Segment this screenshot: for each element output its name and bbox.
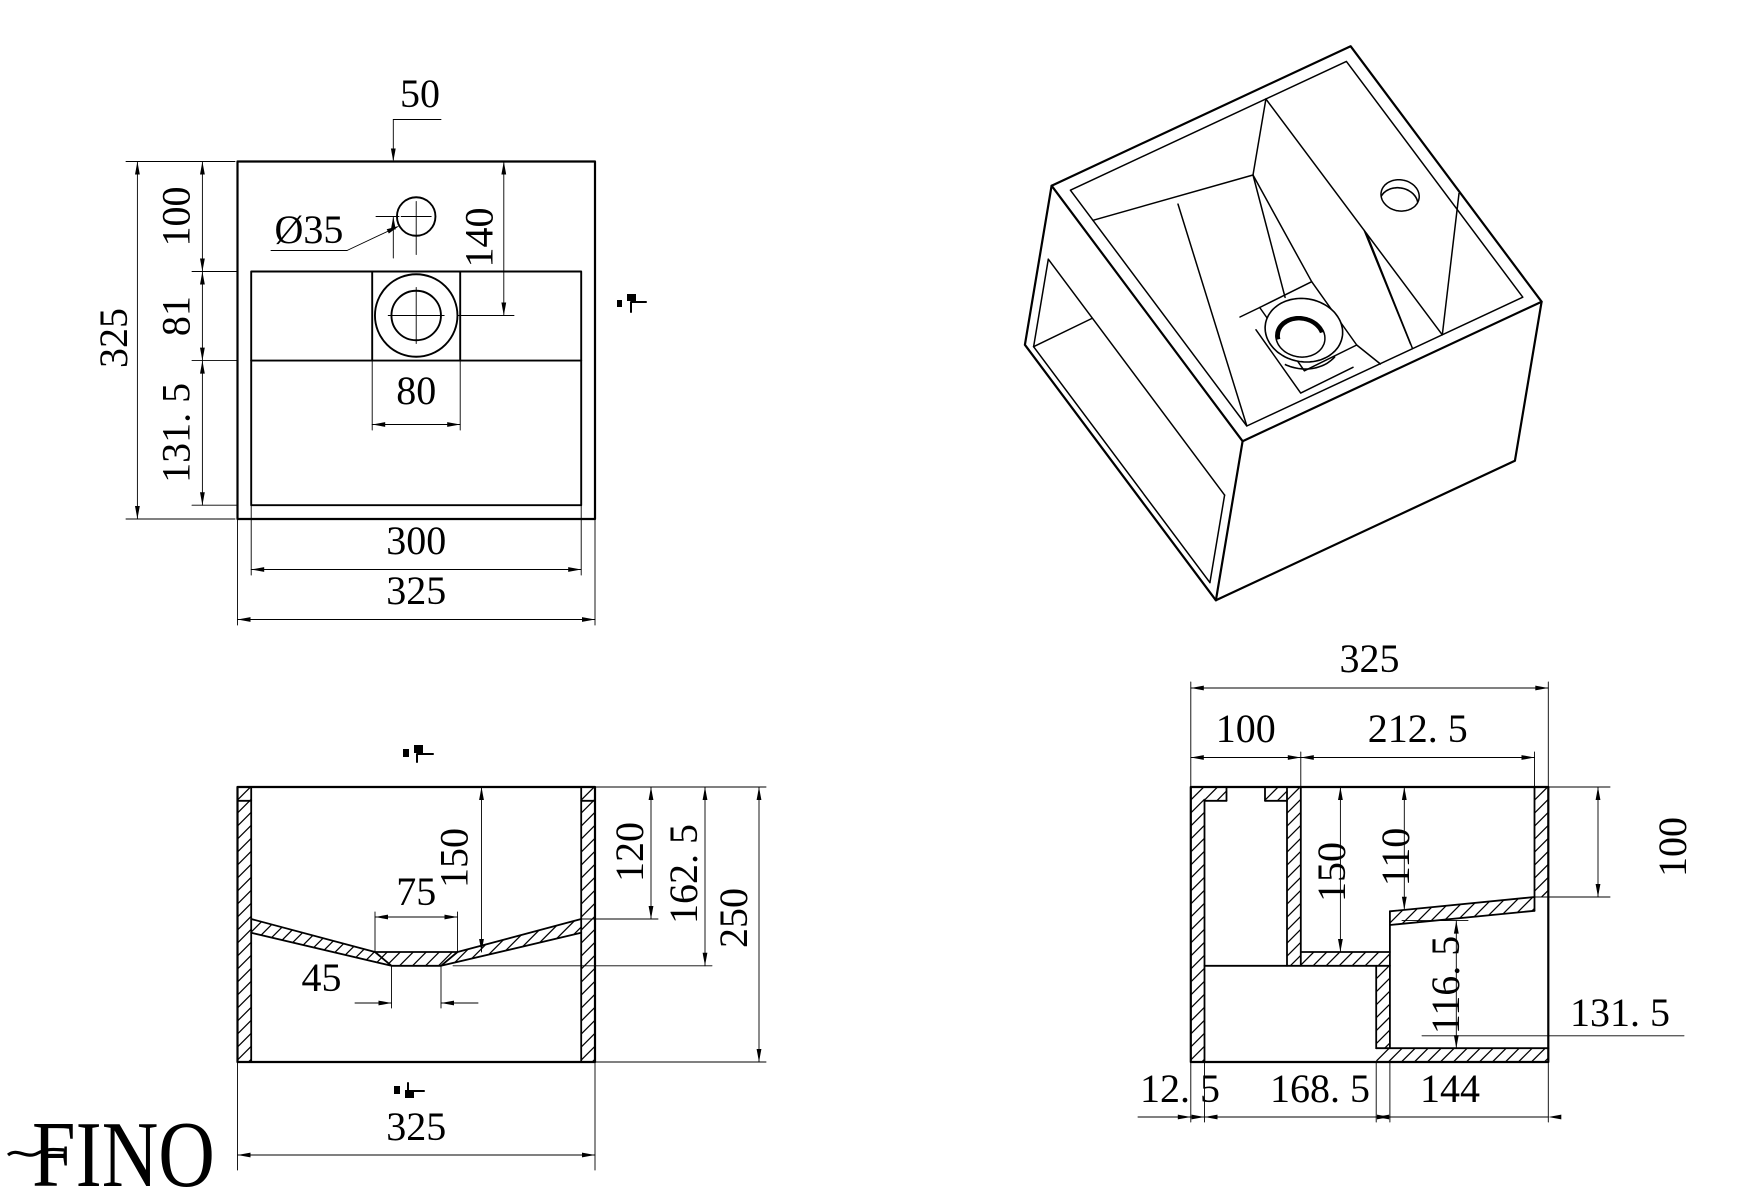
svg-text:80: 80 (396, 368, 436, 413)
svg-text:81: 81 (154, 296, 199, 336)
svg-text:100: 100 (154, 187, 199, 247)
svg-text:116. 5: 116. 5 (1423, 936, 1468, 1035)
svg-text:144: 144 (1420, 1066, 1480, 1111)
svg-text:212. 5: 212. 5 (1368, 706, 1468, 751)
svg-text:168. 5: 168. 5 (1270, 1066, 1370, 1111)
svg-text:12. 5: 12. 5 (1140, 1066, 1220, 1111)
svg-text:140: 140 (457, 208, 502, 268)
svg-text:250: 250 (711, 888, 756, 948)
svg-text:325: 325 (1340, 636, 1400, 681)
svg-text:150: 150 (432, 828, 477, 888)
svg-text:131. 5: 131. 5 (154, 383, 199, 483)
svg-text:325: 325 (386, 568, 446, 613)
svg-text:50: 50 (400, 71, 440, 116)
svg-text:75: 75 (396, 869, 436, 914)
svg-text:120: 120 (607, 822, 652, 882)
svg-text:300: 300 (386, 518, 446, 563)
svg-text:100: 100 (1650, 817, 1695, 877)
svg-text:131. 5: 131. 5 (1570, 990, 1670, 1035)
svg-text:150: 150 (1309, 842, 1354, 902)
svg-text:110: 110 (1373, 828, 1418, 887)
svg-text:100: 100 (1216, 706, 1276, 751)
svg-text:Ø35: Ø35 (275, 207, 344, 252)
svg-text:162. 5: 162. 5 (661, 824, 706, 924)
svg-text:45: 45 (302, 955, 342, 1000)
svg-text:325: 325 (91, 308, 136, 368)
svg-text:325: 325 (386, 1104, 446, 1149)
